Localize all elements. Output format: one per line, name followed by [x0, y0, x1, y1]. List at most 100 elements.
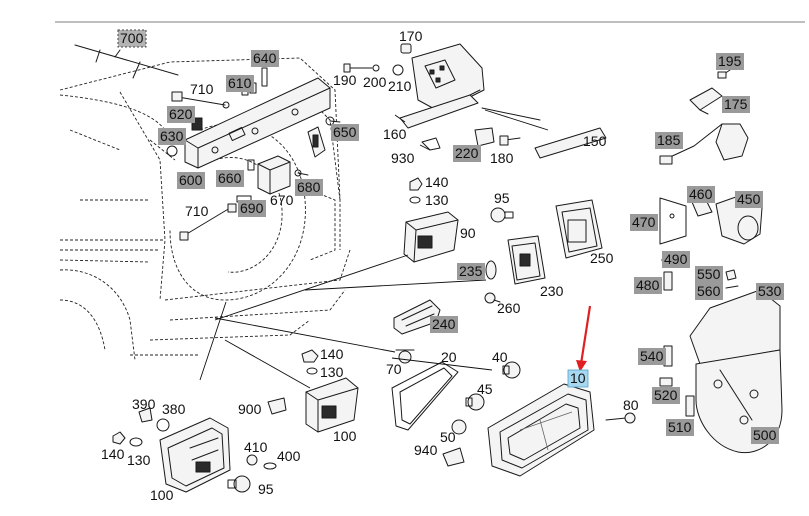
step-bracket-160-drawing	[343, 43, 607, 159]
part-label-140[interactable]: 140	[320, 346, 344, 362]
part-label-520[interactable]: 520	[654, 387, 678, 403]
tail-lamp-10-drawing	[301, 349, 636, 477]
part-label-bg-220	[453, 145, 481, 162]
part-label-240[interactable]: 240	[432, 316, 456, 332]
part-label-80[interactable]: 80	[623, 397, 639, 413]
part-label-130[interactable]: 130	[320, 364, 344, 380]
part-label-380[interactable]: 380	[162, 401, 186, 417]
part-label-200[interactable]: 200	[363, 74, 387, 90]
part-label-130[interactable]: 130	[127, 452, 151, 468]
part-label-20[interactable]: 20	[441, 349, 457, 365]
part-label-700[interactable]: 700	[120, 30, 144, 46]
part-label-50[interactable]: 50	[440, 429, 456, 445]
part-label-250[interactable]: 250	[590, 250, 614, 266]
part-label-175[interactable]: 175	[724, 96, 748, 112]
part-label-670[interactable]: 670	[270, 192, 294, 208]
part-label-bg-700	[117, 29, 147, 48]
part-label-490[interactable]: 490	[664, 251, 688, 267]
module-660-670-drawing	[247, 155, 309, 195]
part-label-bg-500	[751, 427, 779, 444]
part-label-95[interactable]: 95	[494, 190, 510, 206]
part-label-540[interactable]: 540	[640, 348, 664, 364]
part-label-bg-240	[430, 316, 458, 333]
wire-harness-700-drawing	[74, 44, 179, 79]
tag-lamp-90-drawing	[403, 177, 514, 263]
part-label-140[interactable]: 140	[425, 174, 449, 190]
selection-arrow	[576, 305, 592, 372]
part-label-400[interactable]: 400	[277, 448, 301, 464]
rear-lamp-100-left-drawing	[112, 377, 359, 493]
part-label-190[interactable]: 190	[333, 72, 357, 88]
part-label-500[interactable]: 500	[753, 427, 777, 443]
part-label-bg-520	[652, 387, 680, 404]
part-label-bg-560	[695, 283, 723, 300]
part-label-bg-490	[662, 251, 690, 268]
part-label-930[interactable]: 930	[391, 150, 415, 166]
part-label-710[interactable]: 710	[185, 203, 209, 219]
part-label-470[interactable]: 470	[632, 214, 656, 230]
pin-640-drawing	[261, 67, 268, 87]
part-label-220[interactable]: 220	[455, 145, 479, 161]
part-label-600[interactable]: 600	[179, 172, 203, 188]
part-label-560[interactable]: 560	[697, 283, 721, 299]
part-label-620[interactable]: 620	[169, 106, 193, 122]
part-label-185[interactable]: 185	[657, 132, 681, 148]
part-label-690[interactable]: 690	[240, 200, 264, 216]
part-label-195[interactable]: 195	[718, 53, 742, 69]
part-label-900[interactable]: 900	[238, 401, 262, 417]
part-label-680[interactable]: 680	[297, 179, 321, 195]
part-label-bg-235	[457, 263, 485, 280]
part-label-510[interactable]: 510	[668, 419, 692, 435]
part-label-235[interactable]: 235	[459, 263, 483, 279]
mounting-rail-600-drawing	[184, 77, 331, 169]
part-label-100[interactable]: 100	[150, 487, 174, 503]
part-label-bg-460	[687, 186, 715, 203]
part-label-640[interactable]: 640	[253, 50, 277, 66]
part-label-bg-470	[630, 214, 658, 231]
part-label-100[interactable]: 100	[333, 428, 357, 444]
part-label-180[interactable]: 180	[490, 150, 514, 166]
part-label-170[interactable]: 170	[399, 28, 423, 44]
part-label-450[interactable]: 450	[737, 191, 761, 207]
part-label-bg-620	[167, 106, 195, 123]
part-label-650[interactable]: 650	[333, 124, 357, 140]
part-label-bg-480	[634, 277, 662, 294]
part-label-260[interactable]: 260	[497, 300, 521, 316]
part-label-160[interactable]: 160	[383, 126, 407, 142]
part-label-bg-450	[735, 191, 763, 208]
part-label-410[interactable]: 410	[244, 439, 268, 455]
part-label-150[interactable]: 150	[583, 133, 607, 149]
part-label-bg-600	[177, 172, 205, 189]
part-label-70[interactable]: 70	[386, 361, 402, 377]
part-label-bg-10	[567, 369, 589, 388]
part-label-bg-185	[655, 132, 683, 149]
part-label-530[interactable]: 530	[758, 283, 782, 299]
part-label-bg-680	[295, 179, 323, 196]
part-label-710[interactable]: 710	[190, 81, 214, 97]
part-label-390[interactable]: 390	[132, 396, 156, 412]
part-label-940[interactable]: 940	[414, 442, 438, 458]
part-label-45[interactable]: 45	[477, 381, 493, 397]
part-label-610[interactable]: 610	[228, 75, 252, 91]
part-label-10[interactable]: 10	[570, 370, 586, 386]
part-label-bg-640	[251, 50, 279, 67]
part-label-230[interactable]: 230	[540, 283, 564, 299]
part-label-130[interactable]: 130	[425, 192, 449, 208]
lamp-240-drawing	[393, 299, 441, 335]
bracket-plate-500-drawing	[659, 269, 783, 454]
part-label-460[interactable]: 460	[689, 186, 713, 202]
part-label-550[interactable]: 550	[697, 266, 721, 282]
part-label-90[interactable]: 90	[460, 225, 476, 241]
part-label-95[interactable]: 95	[258, 481, 274, 497]
part-label-210[interactable]: 210	[388, 78, 412, 94]
bolt-710-top-drawing	[171, 91, 230, 109]
part-label-140[interactable]: 140	[101, 446, 125, 462]
part-label-480[interactable]: 480	[636, 277, 660, 293]
part-label-bg-510	[666, 419, 694, 436]
part-label-660[interactable]: 660	[218, 170, 242, 186]
part-label-bg-175	[722, 96, 750, 113]
part-label-630[interactable]: 630	[160, 128, 184, 144]
part-label-40[interactable]: 40	[492, 349, 508, 365]
